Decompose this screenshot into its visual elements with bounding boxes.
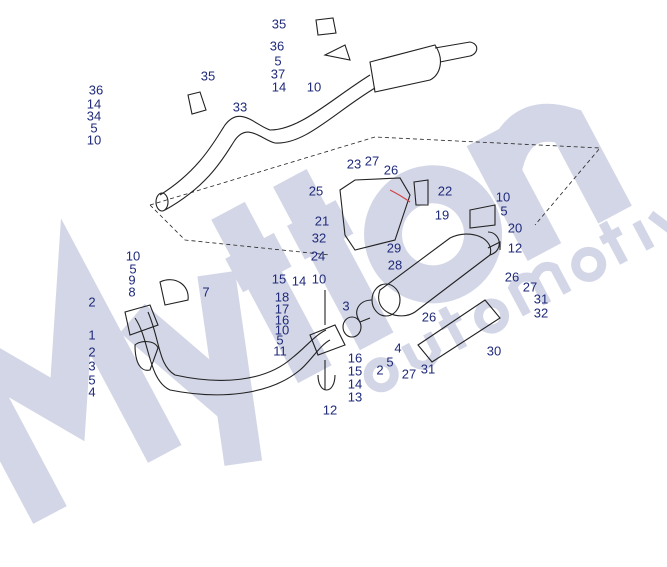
part-callout-34[interactable]: 34	[86, 108, 102, 124]
part-callout-10[interactable]: 10	[86, 132, 102, 148]
part-callout-35[interactable]: 35	[271, 16, 287, 32]
part-callout-21[interactable]: 21	[314, 213, 330, 229]
part-callout-28[interactable]: 28	[387, 257, 403, 273]
part-callout-14[interactable]: 14	[86, 96, 102, 112]
part-callout-13[interactable]: 13	[347, 389, 363, 405]
part-callout-20[interactable]: 20	[507, 220, 523, 236]
part-callout-9[interactable]: 9	[128, 272, 136, 288]
part-callout-1[interactable]: 1	[88, 327, 96, 343]
part-callout-26[interactable]: 26	[383, 162, 399, 178]
part-callout-17[interactable]: 17	[274, 301, 290, 317]
part-callout-37[interactable]: 37	[270, 66, 286, 82]
part-callout-16[interactable]: 16	[347, 350, 363, 366]
part-callout-5[interactable]: 5	[274, 53, 282, 69]
part-callout-3[interactable]: 3	[342, 298, 350, 314]
part-callout-30[interactable]: 30	[486, 343, 502, 359]
part-callout-14[interactable]: 14	[347, 376, 363, 392]
part-callout-31[interactable]: 31	[420, 361, 436, 377]
part-callout-7[interactable]: 7	[202, 284, 210, 300]
part-callout-16[interactable]: 16	[274, 312, 290, 328]
part-callout-23[interactable]: 23	[346, 156, 362, 172]
part-callout-25[interactable]: 25	[308, 183, 324, 199]
part-callout-12[interactable]: 12	[507, 240, 523, 256]
part-callout-27[interactable]: 27	[522, 279, 538, 295]
part-callout-27[interactable]: 27	[401, 366, 417, 382]
pipe-parts	[124, 17, 601, 396]
part-callout-26[interactable]: 26	[504, 269, 520, 285]
watermark-logo	[0, 103, 667, 524]
part-callout-4[interactable]: 4	[88, 384, 96, 400]
part-callout-11[interactable]: 11	[273, 343, 287, 359]
part-callout-12[interactable]: 12	[322, 402, 338, 418]
part-callout-36[interactable]: 36	[269, 38, 285, 54]
part-callout-14[interactable]: 14	[291, 273, 307, 289]
part-callout-10[interactable]: 10	[274, 322, 290, 338]
part-callout-22[interactable]: 22	[437, 183, 453, 199]
part-callout-2[interactable]: 2	[88, 344, 96, 360]
part-callout-10[interactable]: 10	[311, 271, 327, 287]
part-callout-5[interactable]: 5	[386, 354, 394, 370]
part-callout-5[interactable]: 5	[276, 332, 284, 348]
part-callout-5[interactable]: 5	[129, 261, 137, 277]
part-callout-35[interactable]: 35	[200, 68, 216, 84]
part-callout-27[interactable]: 27	[364, 153, 380, 169]
part-callout-15[interactable]: 15	[347, 363, 363, 379]
part-callout-10[interactable]: 10	[125, 248, 141, 264]
part-callout-10[interactable]: 10	[495, 189, 511, 205]
part-callout-5[interactable]: 5	[88, 372, 96, 388]
part-callout-15[interactable]: 15	[271, 271, 287, 287]
part-callout-31[interactable]: 31	[533, 291, 549, 307]
part-callout-4[interactable]: 4	[394, 340, 402, 356]
part-callout-24[interactable]: 24	[310, 248, 326, 264]
part-callout-32[interactable]: 32	[311, 230, 327, 246]
part-callout-3[interactable]: 3	[88, 358, 96, 374]
part-callout-8[interactable]: 8	[128, 284, 136, 300]
part-callout-29[interactable]: 29	[386, 240, 402, 256]
part-callout-18[interactable]: 18	[274, 289, 290, 305]
part-callout-2[interactable]: 2	[88, 294, 96, 310]
part-callout-5[interactable]: 5	[90, 120, 98, 136]
part-callout-10[interactable]: 10	[306, 79, 322, 95]
part-callout-2[interactable]: 2	[376, 362, 384, 378]
part-callout-36[interactable]: 36	[88, 82, 104, 98]
part-callout-5[interactable]: 5	[500, 203, 508, 219]
part-callout-32[interactable]: 32	[533, 305, 549, 321]
part-callout-26[interactable]: 26	[421, 309, 437, 325]
part-callout-19[interactable]: 19	[434, 207, 450, 223]
part-callout-14[interactable]: 14	[271, 79, 287, 95]
part-callout-33[interactable]: 33	[232, 99, 248, 115]
